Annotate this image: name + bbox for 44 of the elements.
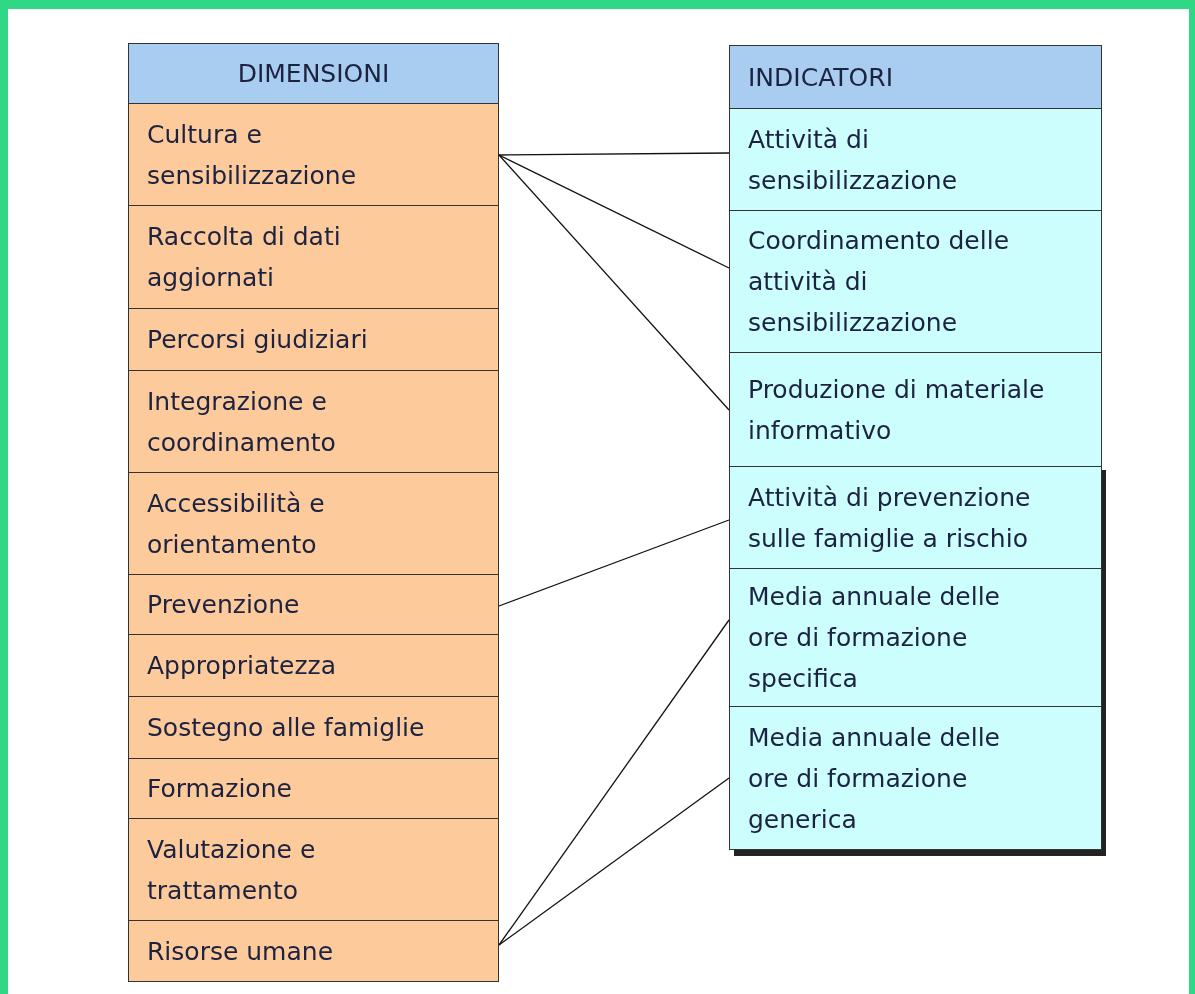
connector-line bbox=[498, 154, 730, 269]
cell-text: Formazione bbox=[147, 773, 292, 805]
table-cell bbox=[729, 352, 1102, 467]
header-cell bbox=[128, 43, 499, 104]
table-cell bbox=[128, 920, 499, 982]
cell-text: Media annuale delle ore di formazione specifica bbox=[748, 581, 1001, 695]
connector-line bbox=[498, 154, 730, 411]
table-cell bbox=[128, 103, 499, 206]
cell-text: Attività di prevenzione sulle famiglie a rischio bbox=[748, 481, 1032, 555]
cell-text: Appropriatezza bbox=[147, 650, 337, 682]
cell-text: Attività di sensibilizzazione bbox=[748, 123, 959, 197]
connector-line bbox=[498, 152, 730, 156]
table-cell bbox=[128, 696, 499, 759]
cell-text: Risorse umane bbox=[147, 935, 333, 968]
cell-text: Prevenzione bbox=[147, 589, 300, 621]
cell-text: Cultura e sensibilizzazione bbox=[147, 118, 358, 192]
table-cell bbox=[128, 818, 499, 921]
cell-text: Sostegno alle famiglie bbox=[147, 712, 425, 744]
table-cell bbox=[128, 205, 499, 309]
table-cell bbox=[128, 472, 499, 575]
cell-text: Accessibilità e orientamento bbox=[147, 487, 326, 561]
header-cell bbox=[729, 45, 1102, 109]
connector-line bbox=[498, 619, 730, 946]
cell-text: Produzione di materiale informativo bbox=[748, 373, 1046, 447]
cell-text: Integrazione e coordinamento bbox=[147, 385, 337, 459]
table-cell bbox=[128, 634, 499, 697]
table-cell bbox=[729, 466, 1102, 569]
cell-text: Coordinamento delle attività di sensibilizzazione bbox=[748, 225, 1010, 339]
connector-line bbox=[498, 519, 730, 607]
cell-text: Valutazione e trattamento bbox=[147, 833, 317, 907]
table-cell bbox=[729, 568, 1102, 707]
table-cell bbox=[729, 108, 1102, 211]
table-cell bbox=[729, 210, 1102, 353]
table-cell bbox=[729, 706, 1102, 850]
connector-line bbox=[498, 777, 730, 946]
table-cell bbox=[128, 574, 499, 635]
cell-text: Percorsi giudiziari bbox=[147, 324, 368, 356]
table-cell bbox=[128, 758, 499, 819]
cell-text: Raccolta di dati aggiornati bbox=[147, 221, 342, 294]
table-cell bbox=[128, 370, 499, 473]
cell-text: Media annuale delle ore di formazione generica bbox=[748, 721, 1001, 836]
column-header: INDICATORI bbox=[748, 61, 893, 94]
table-cell bbox=[128, 308, 499, 371]
column-header: DIMENSIONI bbox=[237, 58, 390, 90]
